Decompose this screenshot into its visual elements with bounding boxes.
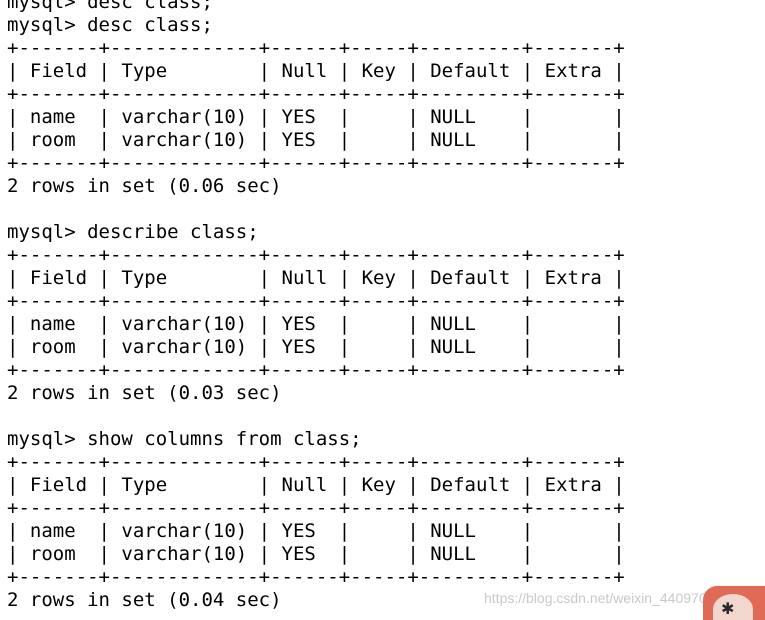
avatar-icon: ✱ (703, 586, 765, 620)
table-border: +-------+-------------+------+-----+----… (7, 359, 625, 381)
blank-line (7, 405, 763, 428)
table-row: | room | varchar(10) | YES | | NULL | | (7, 336, 625, 358)
result-summary: 2 rows in set (0.03 sec) (7, 382, 282, 404)
table-border: +-------+-------------+------+-----+----… (7, 290, 625, 312)
terminal-output: mysql> desc class; mysql> desc class; +-… (7, 0, 763, 616)
table-row: | name | varchar(10) | YES | | NULL | | (7, 520, 625, 542)
blank-line (7, 198, 763, 221)
table-border: +-------+-------------+------+-----+----… (7, 244, 625, 266)
command-line-show-columns: mysql> show columns from class; (7, 428, 362, 450)
watermark-text: https://blog.csdn.net/weixin_44097082 (484, 590, 723, 606)
table-border: +-------+-------------+------+-----+----… (7, 451, 625, 473)
table-border: +-------+-------------+------+-----+----… (7, 497, 625, 519)
result-summary: 2 rows in set (0.04 sec) (7, 589, 282, 611)
command-line-desc: mysql> desc class; (7, 14, 213, 36)
command-line-describe: mysql> describe class; (7, 221, 259, 243)
table-border: +-------+-------------+------+-----+----… (7, 566, 625, 588)
table-row: | name | varchar(10) | YES | | NULL | | (7, 313, 625, 335)
terminal-line-partial: mysql> desc class; (7, 0, 213, 13)
table-header-row: | Field | Type | Null | Key | Default | … (7, 267, 625, 289)
table-header-row: | Field | Type | Null | Key | Default | … (7, 474, 625, 496)
avatar-glyph-icon: ✱ (721, 599, 735, 618)
table-border: +-------+-------------+------+-----+----… (7, 37, 625, 59)
table-row: | room | varchar(10) | YES | | NULL | | (7, 129, 625, 151)
table-header-row: | Field | Type | Null | Key | Default | … (7, 60, 625, 82)
table-row: | name | varchar(10) | YES | | NULL | | (7, 106, 625, 128)
table-border: +-------+-------------+------+-----+----… (7, 152, 625, 174)
table-border: +-------+-------------+------+-----+----… (7, 83, 625, 105)
result-summary: 2 rows in set (0.06 sec) (7, 175, 282, 197)
avatar-face (713, 594, 753, 620)
table-row: | room | varchar(10) | YES | | NULL | | (7, 543, 625, 565)
